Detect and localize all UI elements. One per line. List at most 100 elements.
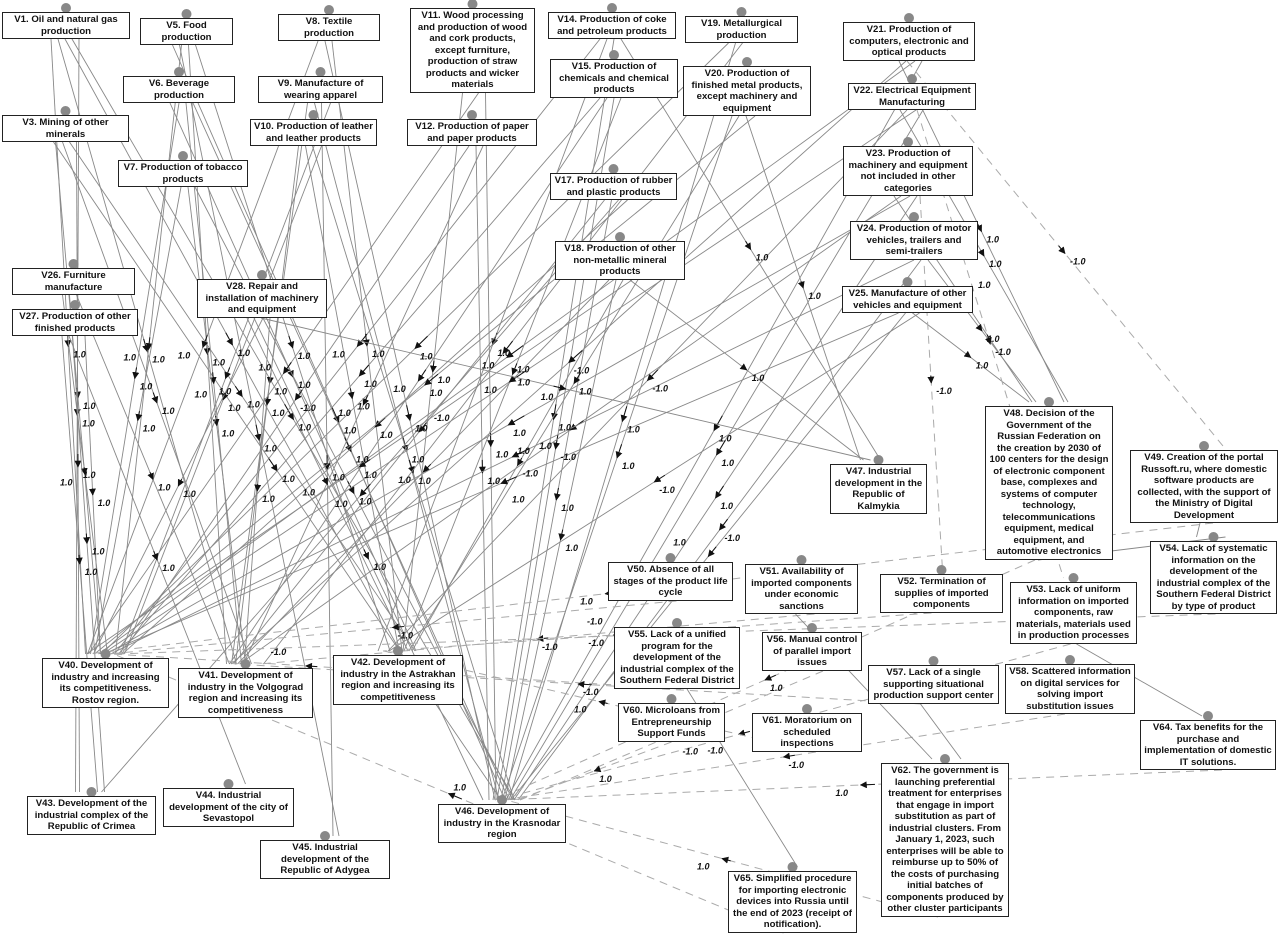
arrow-icon	[782, 752, 795, 760]
node-dot	[672, 618, 682, 628]
arrow-icon	[744, 240, 752, 251]
node-dot	[1044, 397, 1054, 407]
node-v25: V25. Manufacture of other vehicles and e…	[842, 286, 973, 313]
node-dot	[181, 9, 192, 19]
arrow-icon	[429, 360, 437, 373]
node-dot	[497, 795, 507, 805]
node-dot	[68, 259, 79, 269]
node-v47: V47. Industrial development in the Repub…	[830, 464, 927, 514]
node-dot	[1199, 441, 1209, 451]
arrow-icon	[391, 623, 404, 631]
node-v46: V46. Development of industry in the Kras…	[438, 804, 566, 843]
arrow-icon	[985, 334, 992, 345]
arrow-icon	[356, 333, 368, 348]
arrow-icon	[362, 549, 369, 560]
arrow-icon	[797, 280, 805, 289]
arrow-icon	[254, 484, 262, 492]
arrow-icon	[1058, 245, 1066, 255]
node-dot	[608, 164, 619, 174]
arrow-icon	[209, 372, 217, 385]
arrow-icon	[294, 389, 303, 401]
arrow-icon	[135, 411, 143, 422]
arrow-icon	[225, 332, 233, 346]
node-v6: V6. Beverage production	[123, 76, 235, 103]
arrow-icon	[716, 440, 726, 456]
arrow-icon	[145, 337, 153, 351]
node-dot	[315, 67, 326, 77]
arrow-icon	[359, 483, 371, 497]
node-dot	[308, 110, 319, 120]
node-v54: V54. Lack of systematic information on t…	[1150, 541, 1277, 614]
arrow-icon	[577, 680, 592, 688]
node-v22: V22. Electrical Equipment Manufacturing	[848, 83, 976, 110]
arrow-icon	[737, 729, 751, 737]
node-dot	[61, 3, 71, 13]
arrow-icon	[620, 406, 628, 423]
arrow-icon	[224, 367, 232, 380]
node-dot	[940, 754, 950, 764]
arrow-icon	[321, 477, 328, 486]
arrow-icon	[331, 407, 340, 424]
node-dot	[1068, 573, 1079, 583]
node-v3: V3. Mining of other minerals	[2, 115, 129, 142]
node-dot	[100, 649, 111, 659]
arrow-icon	[284, 404, 294, 421]
node-v8: V8. Textile production	[278, 14, 380, 41]
node-dot	[467, 110, 477, 120]
node-v15: V15. Production of chemicals and chemica…	[550, 59, 678, 98]
node-v50: V50. Absence of all stages of the produc…	[608, 562, 733, 601]
arrow-icon	[347, 388, 355, 400]
node-dot	[86, 787, 97, 797]
node-v18: V18. Production of other non-metallic mi…	[555, 241, 685, 280]
node-v45: V45. Industrial development of the Repub…	[260, 840, 390, 879]
node-dot	[324, 5, 334, 15]
node-dot	[174, 67, 184, 77]
node-v62: V62. The government is launching prefere…	[881, 763, 1009, 917]
node-dot	[796, 555, 807, 565]
arrow-icon	[598, 699, 608, 707]
node-dot	[607, 3, 617, 13]
arrow-icon	[422, 463, 432, 473]
arrow-icon	[859, 781, 875, 789]
arrow-icon	[517, 457, 524, 467]
edge-v52-v42	[382, 612, 932, 652]
arrow-icon	[414, 335, 428, 349]
node-dot	[257, 270, 267, 280]
node-v65: V65. Simplified procedure for importing …	[728, 871, 857, 933]
arrow-icon	[615, 444, 623, 459]
arrow-icon	[418, 422, 427, 433]
edge-v53-v64	[1076, 643, 1203, 717]
node-dot	[903, 137, 913, 147]
node-v57: V57. Lack of a single supporting situati…	[868, 665, 999, 704]
node-dot	[666, 694, 677, 704]
node-v9: V9. Manufacture of wearing apparel	[258, 76, 383, 103]
node-v11: V11. Wood processing and production of w…	[410, 8, 535, 93]
arrow-icon	[75, 554, 83, 565]
arrow-icon	[305, 662, 318, 670]
arrow-icon	[347, 481, 355, 495]
arrow-icon	[647, 369, 659, 382]
node-v28: V28. Repair and installation of machiner…	[197, 279, 327, 318]
node-dot	[70, 300, 80, 310]
arrow-icon	[977, 248, 985, 257]
node-v26: V26. Furniture manufacture	[12, 268, 135, 295]
node-dot	[1203, 711, 1213, 721]
arrow-icon	[568, 350, 583, 363]
node-v21: V21. Production of computers, electronic…	[843, 22, 975, 61]
arrow-icon	[719, 518, 728, 531]
node-v20: V20. Production of finished metal produc…	[683, 66, 811, 116]
arrow-icon	[707, 546, 717, 558]
edge-v49-v54	[1196, 522, 1201, 538]
node-dot	[320, 831, 330, 841]
node-dot	[928, 656, 939, 666]
arrow-icon	[267, 457, 278, 472]
arrow-icon	[511, 363, 519, 376]
node-dot	[807, 623, 817, 633]
node-dot	[736, 7, 747, 17]
arrow-icon	[975, 224, 982, 233]
node-dot	[615, 232, 625, 242]
node-v40: V40. Development of industry and increas…	[42, 658, 169, 708]
arrow-icon	[508, 370, 526, 383]
node-v41: V41. Development of industry in the Volg…	[178, 668, 313, 718]
node-dot	[609, 50, 619, 60]
